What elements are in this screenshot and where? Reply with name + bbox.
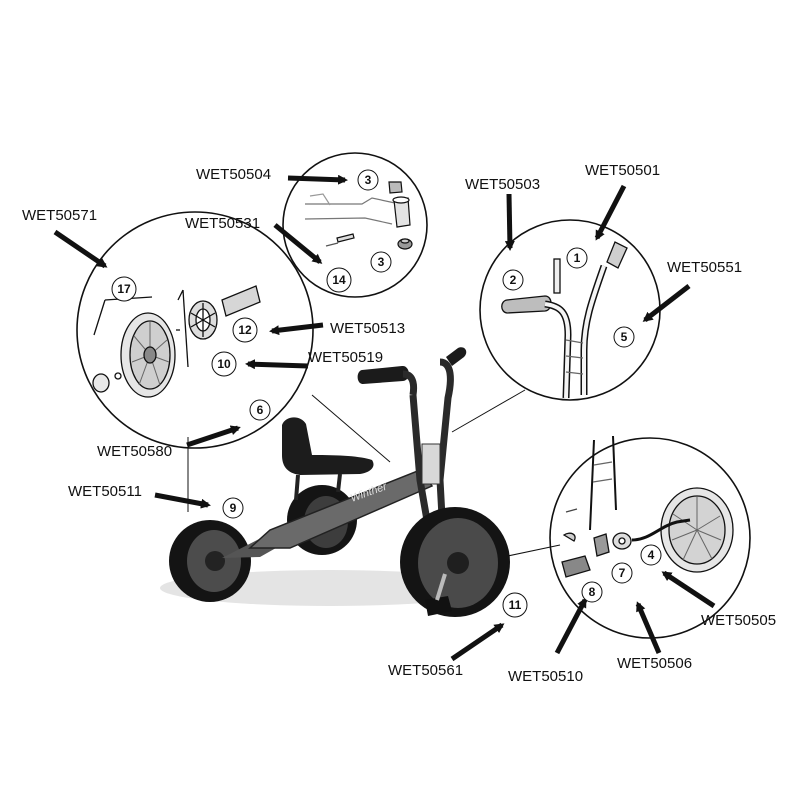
detail-circle-seat-post	[282, 152, 428, 298]
connector-line	[502, 544, 561, 558]
svg-text:5: 5	[621, 330, 628, 344]
arrow-wet50506	[635, 601, 662, 654]
callout-3a: 3	[357, 169, 379, 191]
arrow-wet50504	[287, 174, 348, 185]
arrow-wet50503	[504, 193, 515, 251]
seat-post-detail-art	[304, 181, 413, 250]
seat	[282, 417, 374, 475]
rear-wheel-detail-art	[92, 285, 261, 398]
arrow-wet50501	[594, 184, 627, 241]
part-code-wet50506: WET50506	[617, 655, 693, 672]
arrow-wet50571	[53, 229, 108, 269]
part-code-wet50580: WET50580	[97, 443, 173, 460]
callout-10: 10	[211, 351, 237, 377]
part-code-wet50513: WET50513	[330, 320, 406, 337]
callout-2: 2	[502, 269, 524, 291]
tricycle-illustration: Winther	[160, 347, 510, 617]
svg-text:11: 11	[509, 598, 522, 612]
detail-circle-rear-wheel	[76, 211, 314, 449]
svg-text:1: 1	[574, 251, 581, 265]
svg-text:12: 12	[238, 323, 252, 337]
arrow-wet50561	[450, 622, 505, 662]
part-code-wet50503: WET50503	[465, 176, 541, 193]
arrow-wet50580	[186, 425, 241, 448]
callout-3b: 3	[370, 251, 392, 273]
part-code-wet50504: WET50504	[196, 166, 272, 183]
callout-1: 1	[566, 247, 588, 269]
arrow-wet50505	[661, 570, 716, 609]
arrow-wet50531	[273, 223, 323, 264]
svg-text:2: 2	[510, 273, 517, 287]
pointer-arrows	[53, 174, 716, 662]
svg-text:7: 7	[619, 566, 626, 580]
part-code-wet50501: WET50501	[585, 162, 661, 179]
arrow-wet50519	[245, 359, 309, 370]
callout-12: 12	[232, 317, 258, 343]
svg-text:8: 8	[589, 585, 596, 599]
callout-6: 6	[249, 399, 271, 421]
callout-5: 5	[613, 326, 635, 348]
svg-text:6: 6	[257, 403, 264, 417]
callout-4: 4	[640, 544, 662, 566]
handlebar-detail-art	[501, 241, 628, 399]
part-code-wet50561: WET50561	[388, 662, 464, 679]
pedal-detail-art	[561, 435, 734, 578]
svg-text:10: 10	[217, 357, 231, 371]
part-code-wet50519: WET50519	[308, 349, 384, 366]
callout-7: 7	[611, 562, 633, 584]
arrow-wet50510	[554, 597, 588, 655]
svg-text:3: 3	[378, 255, 385, 269]
handlebar-right-grip	[446, 347, 467, 366]
part-code-wet50510: WET50510	[508, 668, 584, 685]
callout-8: 8	[581, 581, 603, 603]
part-code-wet50511: WET50511	[68, 483, 142, 500]
svg-text:9: 9	[230, 501, 237, 515]
connector-line	[311, 394, 391, 463]
part-code-wet50571: WET50571	[22, 207, 98, 224]
callout-14: 14	[326, 267, 352, 293]
arrow-wet50551	[642, 284, 691, 322]
arrow-wet50513	[269, 322, 324, 336]
callout-17: 17	[111, 276, 137, 302]
part-code-wet50531: WET50531	[185, 215, 261, 232]
callout-markers: 1 2 3 3 4 5 6 7 8 9 10 11 12 14 17	[111, 169, 662, 618]
svg-text:4: 4	[648, 548, 655, 562]
callout-9: 9	[222, 497, 244, 519]
svg-text:3: 3	[365, 173, 372, 187]
svg-text:14: 14	[332, 273, 346, 287]
handlebar-left-grip	[357, 365, 409, 384]
svg-text:17: 17	[117, 282, 131, 296]
callout-11: 11	[502, 592, 528, 618]
connector-line	[451, 389, 526, 433]
pedal	[425, 596, 452, 616]
part-code-wet50505: WET50505	[701, 612, 777, 629]
part-code-wet50551: WET50551	[667, 259, 743, 276]
arrow-wet50511	[154, 492, 211, 509]
